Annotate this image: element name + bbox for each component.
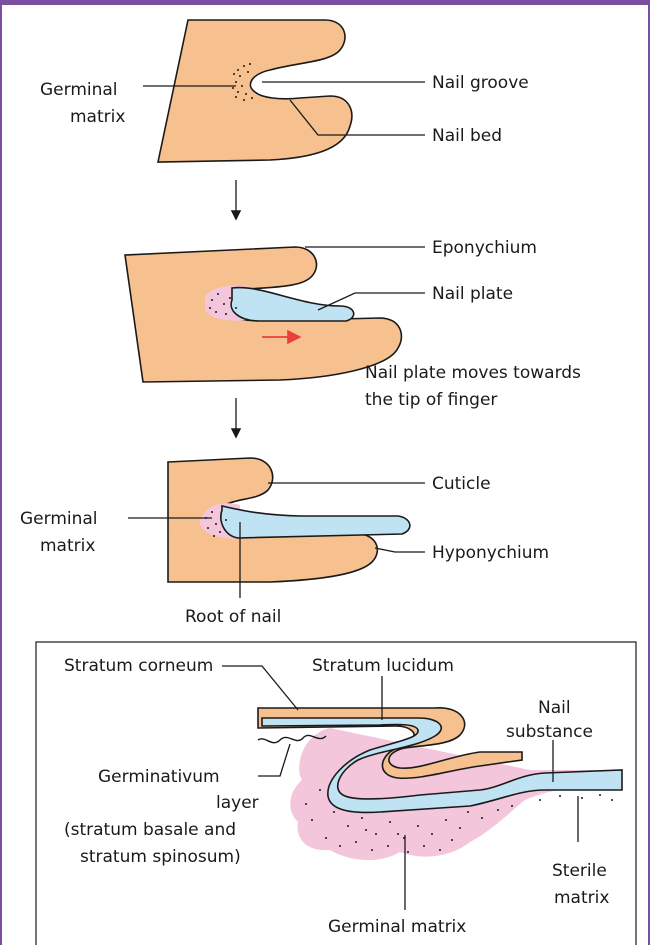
stage-1-germinal-label-1: Germinal <box>40 80 118 100</box>
stage-2-nail-plate <box>231 288 354 321</box>
detail-sterile-matrix-label-2: matrix <box>554 888 609 908</box>
stage-3-finger <box>128 458 425 598</box>
detail-nail-substance-label-2: substance <box>506 722 593 742</box>
stage-3-hyponychium-lead <box>375 548 425 552</box>
detail-corneum-lead <box>222 666 298 710</box>
stage-2-movement-label-2: the tip of finger <box>365 390 497 410</box>
stage-3-nail-plate <box>221 506 410 538</box>
stage-1-nail-groove-label: Nail groove <box>432 73 529 93</box>
detail-germinativum-label-4: stratum spinosum) <box>80 847 241 867</box>
detail-stratum-lucidum-label: Stratum lucidum <box>312 656 454 676</box>
stage-1-germinal-label-2: matrix <box>70 107 125 127</box>
stage-3-cuticle-label: Cuticle <box>432 474 491 494</box>
stage-1-finger <box>143 20 425 162</box>
detail-sterile-matrix-label-1: Sterile <box>552 861 607 881</box>
detail-germinativum-label-1: Germinativum <box>98 767 220 787</box>
stage-2-nail-plate-label: Nail plate <box>432 284 513 304</box>
detail-germinal-matrix-label: Germinal matrix <box>328 917 466 937</box>
stage-1-nail-bed-label: Nail bed <box>432 126 502 146</box>
detail-germinativum-lead <box>258 744 290 776</box>
stage-3-germinal-label-2: matrix <box>40 536 95 556</box>
stage-3-root-label: Root of nail <box>185 607 281 627</box>
stage-2-finger <box>125 247 425 382</box>
stage-3-germinal-label-1: Germinal <box>20 509 98 529</box>
stage-2-movement-label-1: Nail plate moves towards <box>365 363 581 383</box>
detail-stratum-corneum-label: Stratum corneum <box>64 656 213 676</box>
stage-2-eponychium-label: Eponychium <box>432 238 537 258</box>
detail-germinativum-label-3: (stratum basale and <box>64 820 236 840</box>
stage-1-finger-shape <box>158 20 352 162</box>
stage-3-hyponychium-label: Hyponychium <box>432 543 549 563</box>
detail-nail-substance-label-1: Nail <box>538 698 571 718</box>
detail-germinativum-label-2: layer <box>216 793 259 813</box>
